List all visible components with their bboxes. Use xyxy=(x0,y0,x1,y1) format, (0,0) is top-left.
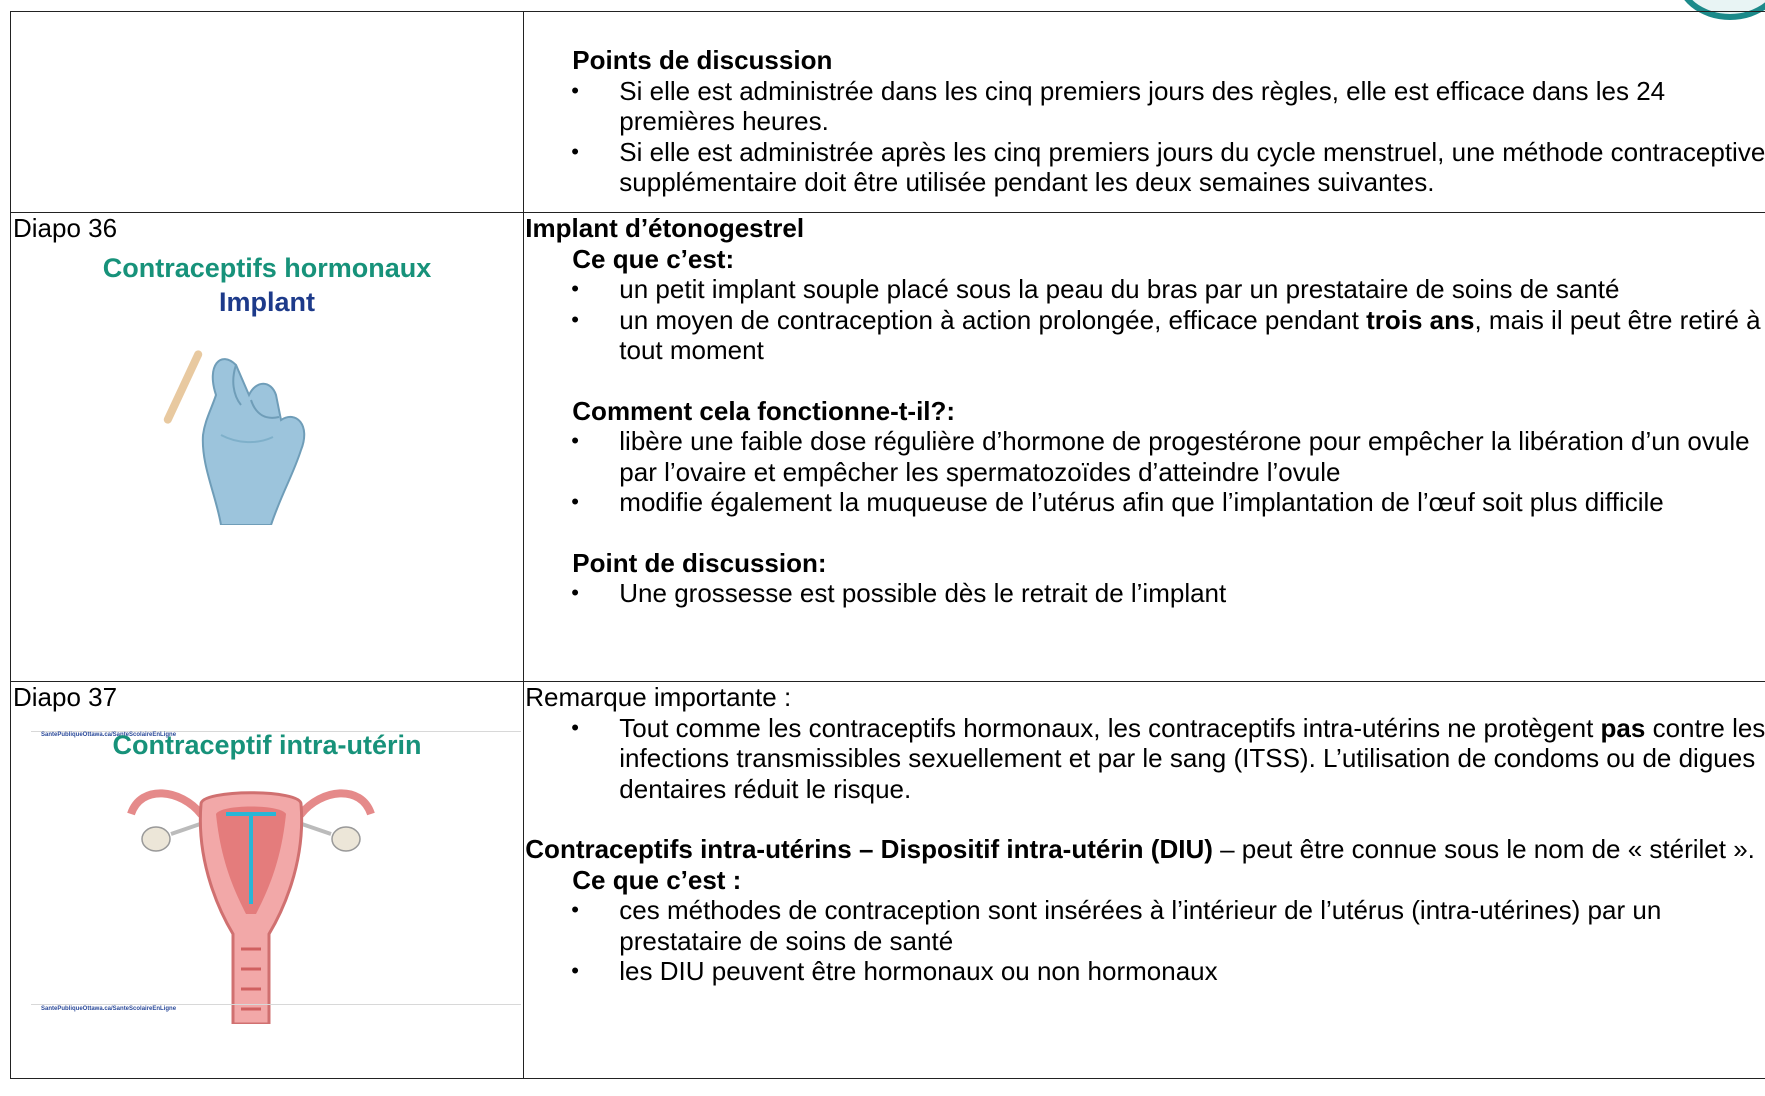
list-item: les DIU peuvent être hormonaux ou non ho… xyxy=(571,956,1765,987)
table-row: Diapo 37 Contraceptif intra-utérin Sante… xyxy=(9,681,1765,1079)
slide-label: Diapo 36 xyxy=(13,213,118,243)
list-item: modifie également la muqueuse de l’utéru… xyxy=(571,487,1765,518)
bullet-list: un petit implant souple placé sous la pe… xyxy=(524,274,1765,366)
list-item: libère une faible dose régulière d’hormo… xyxy=(571,426,1765,487)
table-row: Points de discussion Si elle est adminis… xyxy=(9,11,1765,213)
section-heading: Point de discussion: xyxy=(572,547,827,578)
bullet-list: Une grossesse est possible dès le retrai… xyxy=(524,578,1765,609)
list-item: Une grossesse est possible dès le retrai… xyxy=(571,578,1765,609)
slide-cell: Diapo 37 Contraceptif intra-utérin Sante… xyxy=(9,681,525,1079)
slide-subtitle: Implant xyxy=(218,287,315,317)
slide-title: Contraceptifs hormonaux xyxy=(102,253,432,283)
list-item: ces méthodes de contraception sont insér… xyxy=(571,895,1765,956)
section-heading: Comment cela fonctionne-t-il?: xyxy=(572,395,956,426)
table-row: Diapo 36 Contraceptifs hormonaux Implant… xyxy=(9,212,1765,738)
remark-label: Remarque importante : xyxy=(525,682,792,712)
slide-title: Contraceptif intra-utérin xyxy=(112,730,422,760)
list-item: un moyen de contraception à action prolo… xyxy=(571,305,1765,366)
section-heading: Ce que c’est: xyxy=(572,243,735,274)
list-item: Si elle est administrée après les cinq p… xyxy=(571,137,1765,198)
slide-footer: SantePubliqueOttawa.ca/SanteScolaireEnLi… xyxy=(41,1006,177,1012)
uterus-with-iud-icon xyxy=(127,789,375,1024)
section-title: Implant d’étonogestrel xyxy=(525,213,805,243)
iud-definition: Contraceptifs intra-utérins – Dispositif… xyxy=(525,834,1755,864)
notes-cell: Remarque importante : Tout comme les con… xyxy=(523,681,1765,1079)
list-item: Si elle est administrée dans les cinq pr… xyxy=(571,76,1765,137)
slide-cell-empty xyxy=(9,11,525,213)
notes-cell: Implant d’étonogestrel Ce que c’est: un … xyxy=(523,212,1765,682)
bullet-list: Tout comme les contraceptifs hormonaux, … xyxy=(524,713,1765,805)
slide-footer: SantePubliqueOttawa.ca/SanteScolaireEnLi… xyxy=(41,732,177,738)
list-item: Tout comme les contraceptifs hormonaux, … xyxy=(571,713,1765,805)
slide-label: Diapo 37 xyxy=(13,682,118,712)
section-heading: Ce que c’est : xyxy=(572,864,742,895)
gloved-hand-holding-implant-icon xyxy=(163,350,306,525)
bullet-list: libère une faible dose régulière d’hormo… xyxy=(524,426,1765,518)
bullet-list: ces méthodes de contraception sont insér… xyxy=(524,895,1765,987)
list-item: un petit implant souple placé sous la pe… xyxy=(571,274,1765,305)
notes-table: Points de discussion Si elle est adminis… xyxy=(9,11,1765,1079)
notes-cell: Points de discussion Si elle est adminis… xyxy=(523,11,1765,213)
bullet-list: Si elle est administrée dans les cinq pr… xyxy=(524,76,1765,198)
slide-cell: Diapo 36 Contraceptifs hormonaux Implant… xyxy=(9,212,525,738)
section-heading: Points de discussion xyxy=(572,45,833,75)
